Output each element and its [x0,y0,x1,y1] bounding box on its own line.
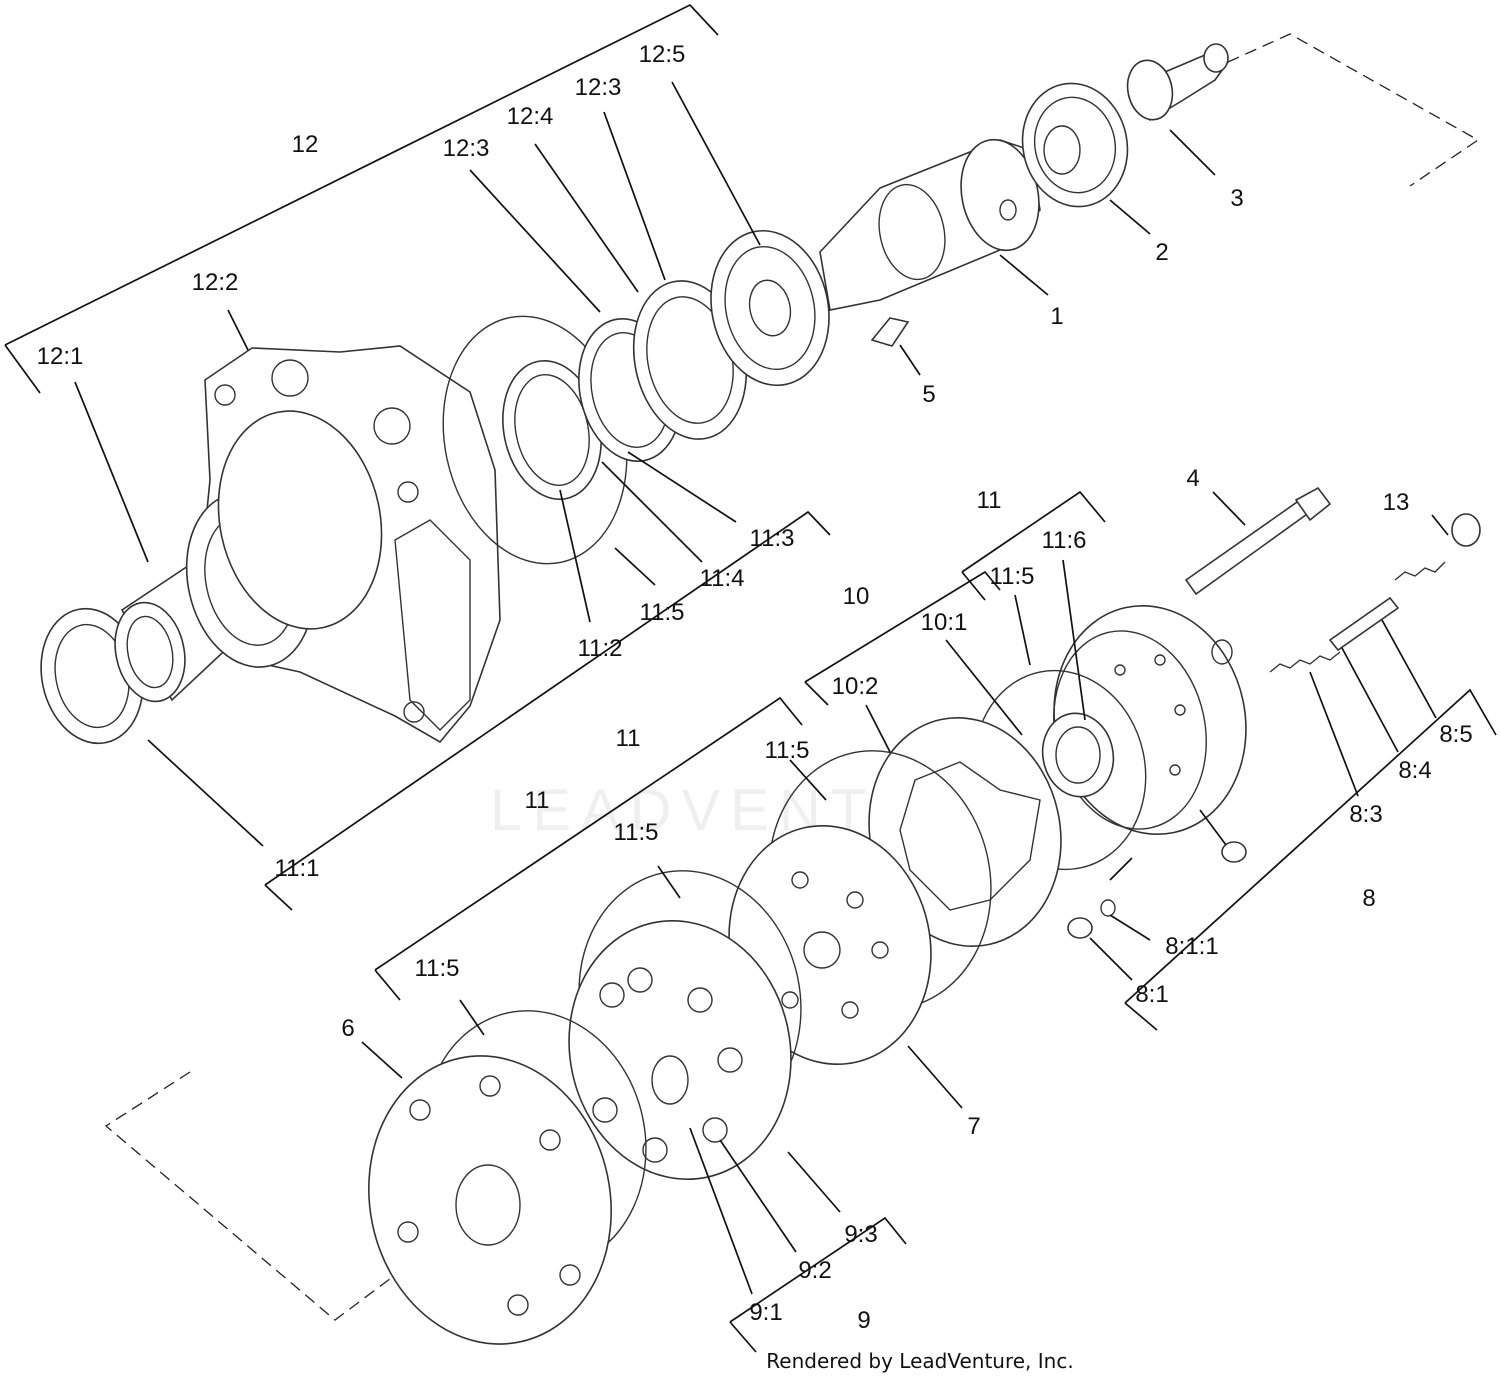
callout-10-2: 10:2 [832,673,879,700]
callout-11-4: 11:4 [700,565,745,592]
drive-spline-part [1126,43,1230,122]
callout-9-2: 9:2 [798,1257,831,1284]
callout-8-1: 8:1 [1135,981,1168,1008]
callout-11-5-d: 11:5 [614,819,659,846]
callout-13: 13 [1383,489,1410,516]
callout-11-5-b: 11:5 [990,563,1035,590]
callout-6: 6 [341,1015,354,1042]
callout-11-a: 11 [616,725,641,752]
callout-11-5-a: 11:5 [640,599,685,626]
callout-11-2: 11:2 [578,635,623,662]
callout-2: 2 [1155,239,1168,266]
end-cap-part [368,1010,647,1345]
brackets [4,3,1497,1353]
callout-11-c: 11 [525,787,550,814]
plug-parts [1067,841,1247,939]
callout-7: 7 [967,1113,980,1140]
callout-8-3: 8:3 [1349,801,1382,828]
callout-3: 3 [1230,185,1243,212]
footer-credit: Rendered by LeadVenture, Inc. [766,1349,1073,1373]
gear-disc-part [1021,82,1129,208]
callout-11-b: 11 [977,487,1002,514]
thrust-bearing-part [710,229,830,387]
callout-11-5-c: 11:5 [765,737,810,764]
callout-4: 4 [1186,465,1199,492]
callout-12-4: 12:4 [507,103,554,130]
key-part [870,317,910,347]
callout-8-1-1: 8:1:1 [1165,933,1218,960]
valve-spring-part [1269,513,1481,673]
callout-10-1: 10:1 [921,609,968,636]
callout-12-3-b: 12:3 [443,135,490,162]
callout-12-1: 12:1 [37,343,84,370]
callout-1: 1 [1050,303,1063,330]
callout-11-6: 11:6 [1042,527,1087,554]
callout-8-4: 8:4 [1398,757,1431,784]
callout-8: 8 [1362,885,1375,912]
callout-12-5: 12:5 [639,41,686,68]
callout-10: 10 [843,583,870,610]
shaft-part [819,138,1041,311]
manifold-plate-part [868,716,1062,948]
callout-9-1: 9:1 [749,1299,782,1326]
callout-8-5: 8:5 [1439,721,1472,748]
leader-lines [74,81,1449,1295]
housing-part [185,345,501,744]
callout-12: 12 [292,131,319,158]
callout-5: 5 [922,381,935,408]
callout-11-1: 11:1 [275,855,320,882]
callout-11-5-e: 11:5 [415,955,460,982]
callout-9-3: 9:3 [844,1221,877,1248]
bolt-part [1184,486,1332,596]
callout-11-3: 11:3 [750,525,795,552]
callout-9: 9 [857,1307,870,1334]
callout-12-2: 12:2 [192,269,239,296]
callouts: 12 12:5 12:3 12:4 12:3 12:2 12:1 1 2 3 5… [37,41,1473,1334]
alignment-lines [104,33,1480,1321]
callout-12-3-a: 12:3 [575,74,622,101]
